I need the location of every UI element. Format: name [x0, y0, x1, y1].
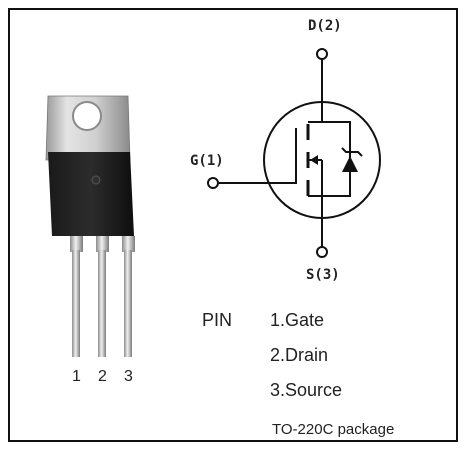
pin-number-1: 1: [72, 368, 81, 385]
pin-item-source: 3.Source: [270, 380, 343, 400]
body-dot: [91, 175, 101, 185]
epoxy-body: [48, 152, 134, 236]
drain-label: D(2): [308, 18, 342, 34]
lead-1: [72, 250, 80, 357]
source-label: S(3): [306, 267, 340, 283]
mounting-hole: [72, 101, 102, 131]
drain-terminal: [316, 48, 328, 60]
pin-number-2: 2: [98, 368, 107, 385]
diode-triangle: [342, 156, 358, 172]
source-terminal: [316, 246, 328, 258]
pin-item-drain: 2.Drain: [270, 345, 329, 365]
pin-heading: PIN: [202, 310, 233, 330]
channel-arrow: [310, 155, 318, 165]
pin-item-gate: 1.Gate: [270, 310, 325, 330]
lead-3: [124, 250, 132, 357]
gate-terminal: [207, 177, 219, 189]
pin-number-3: 3: [124, 368, 133, 385]
package-label: TO-220C package: [272, 421, 395, 438]
gate-label: G(1): [190, 153, 224, 169]
lead-2: [98, 250, 106, 357]
